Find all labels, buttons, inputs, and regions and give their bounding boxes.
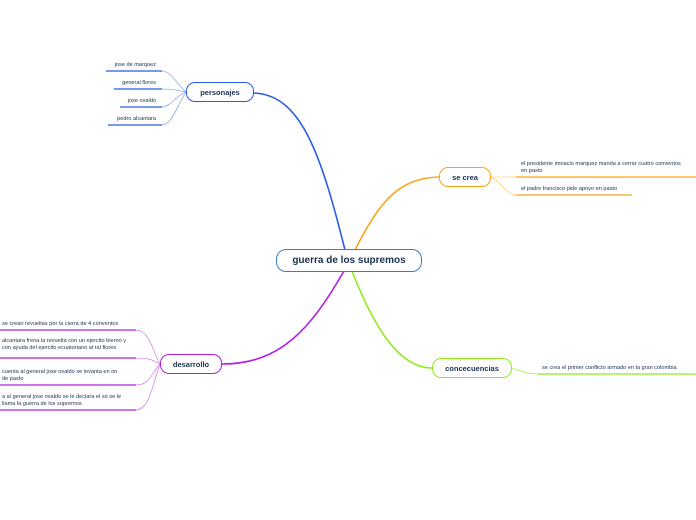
leaf-concecuencias-0[interactable]: se crea el primer conflicto armado en la… xyxy=(542,365,677,371)
leaf-personajes-0[interactable]: jose de marquez xyxy=(114,62,156,68)
leaf-desarrollo-1[interactable]: alcantara frena la revuelta con un ejerc… xyxy=(2,338,127,352)
concecuencias-leaf-link xyxy=(511,367,538,375)
leaf-desarrollo-0[interactable]: se crean revueltas por la cierra de 4 co… xyxy=(2,321,119,327)
desarrollo-leaf-underlines xyxy=(0,329,136,411)
central-topic[interactable]: guerra de los supremos xyxy=(276,249,422,272)
personajes-leaf-links xyxy=(161,70,187,126)
leaf-desarrollo-3[interactable]: a al general jose ovaldo se le declara e… xyxy=(2,394,122,408)
branch-se-crea[interactable]: se crea xyxy=(439,167,491,187)
se-crea-leaf-underlines xyxy=(516,176,696,196)
se-crea-leaf-links xyxy=(490,176,517,196)
link-concecuencias xyxy=(351,270,433,369)
leaf-se-crea-0[interactable]: el presidente imnacio marquez manda a ce… xyxy=(521,161,681,175)
personajes-leaf-underlines xyxy=(106,70,162,126)
branch-desarrollo[interactable]: desarrollo xyxy=(160,354,222,374)
leaf-personajes-1[interactable]: general flores xyxy=(122,80,156,86)
leaf-personajes-3[interactable]: pedro alcantara xyxy=(117,116,156,122)
link-se-crea xyxy=(354,176,440,251)
leaf-personajes-2[interactable]: jose ovaldo xyxy=(127,98,156,104)
leaf-se-crea-1[interactable]: el padre francisco pide apoyo en pasto xyxy=(521,186,618,192)
desarrollo-leaf-links xyxy=(135,329,161,411)
branch-concecuencias[interactable]: concecuencias xyxy=(432,358,512,378)
branch-personajes[interactable]: personajes xyxy=(186,82,254,102)
link-personajes xyxy=(253,92,346,251)
leaf-desarrollo-2[interactable]: cuenta al general jose ovaldo se levanta… xyxy=(2,369,118,383)
link-desarrollo xyxy=(221,270,345,365)
